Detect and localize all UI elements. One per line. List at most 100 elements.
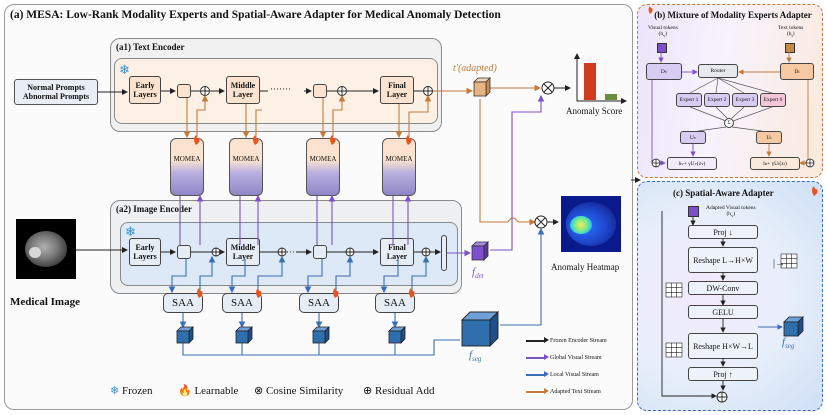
momea-block-3: MOMEA <box>306 138 340 196</box>
panel-b <box>637 4 823 178</box>
expert-box: Expert 2 <box>704 93 730 107</box>
saa-block-1: SAA <box>163 293 203 313</box>
stream-legend-item: Global Visual Stream <box>526 353 602 363</box>
expert-box: Expert 1 <box>676 93 702 107</box>
stream-legend-label: Adapted Text Stream <box>550 389 601 395</box>
stream-legend-label: Local Visual Stream <box>550 372 599 378</box>
text-tokens-label: Text tokens (ht) <box>778 25 803 39</box>
snowflake-icon: ❄ <box>110 385 120 397</box>
f-seg-cube <box>460 310 500 348</box>
stream-arrow-icon <box>526 371 549 378</box>
text-middle-layer: Middle Layer <box>226 76 260 104</box>
image-middle-layer: Middle Layer <box>226 238 260 266</box>
legend-frozen: ❄ Frozen <box>110 384 153 397</box>
f-seg-sub: seg <box>472 355 482 364</box>
adapted-tokens-sym: (hv) <box>726 211 736 219</box>
text-residual-node-1 <box>177 84 191 98</box>
momea-label-2: MOMEA <box>232 155 260 163</box>
stream-legend-label: Frozen Encoder Stream <box>550 338 607 344</box>
panel-b-arrows-gray <box>689 77 773 132</box>
stream-legend-item: Adapted Text Stream <box>526 387 601 397</box>
anomaly-heatmap-label: Anomaly Heatmap <box>551 262 620 272</box>
adapted-tokens-label: Adapted Visual tokens (hv) <box>706 205 756 219</box>
momea-block-4: MOMEA <box>382 138 416 196</box>
grid-bar-1: |→ <box>773 258 785 269</box>
legend-frozen-label: Frozen <box>121 385 153 397</box>
f-seg-label: fseg <box>469 349 481 363</box>
text-encoder-title: (a1) Text Encoder <box>116 42 185 52</box>
text-encoder-flow <box>98 88 423 95</box>
legend-learnable: 🔥 Learnable <box>178 384 238 397</box>
image-encoder-flow <box>76 247 441 255</box>
text-final-layer: Final Layer <box>380 76 414 104</box>
panel-b-residuals <box>651 158 815 168</box>
image-output-bar <box>441 235 447 271</box>
panel-b-arrows <box>651 52 698 166</box>
score-axes <box>574 53 627 104</box>
f-det-label: fdet <box>472 266 484 280</box>
saa-block-4: SAA <box>375 293 415 313</box>
text-tokens-sym: (ht) <box>786 31 795 39</box>
saa-block-2: SAA <box>222 293 262 313</box>
stream-arrow-icon <box>526 337 549 344</box>
saa-block-3: SAA <box>299 293 339 313</box>
panel-c-f-seg-cube <box>783 316 804 337</box>
score-bar-high <box>584 63 596 100</box>
panel-b-arrows-orange <box>738 52 809 166</box>
anomaly-score-label: Anomaly Score <box>566 106 623 116</box>
router-box: Router <box>698 64 738 78</box>
text-residual-node-2 <box>313 84 327 98</box>
stream-legend-label: Global Visual Stream <box>550 355 602 361</box>
text-dots: ······· <box>270 84 291 94</box>
frozen-icon-text: ❄ <box>119 62 130 77</box>
expert-box: Expert 0 <box>760 93 786 107</box>
anomaly-heatmap-image <box>561 196 621 252</box>
saa-step-box: Proj ↓ <box>688 225 758 239</box>
visual-tokens-label: Visual tokens (hv) <box>648 25 678 39</box>
image-node-2 <box>313 245 327 259</box>
global-visual-stream <box>179 94 545 257</box>
panel-c-f-seg-sub: seg <box>785 342 795 351</box>
saa-output-cubes <box>176 326 406 344</box>
f-det-sub: det <box>475 272 484 281</box>
residual-add-icon: ⊕ <box>363 385 373 397</box>
main-title: (a) MESA: Low-Rank Modality Experts and … <box>10 9 501 21</box>
stream-legend-item: Frozen Encoder Stream <box>526 336 607 346</box>
visual-tokens-sym: (hv) <box>658 31 668 39</box>
medical-image-label: Medical Image <box>10 296 80 308</box>
adapted-tokens-text: Adapted Visual tokens <box>706 205 756 211</box>
sum-node: Σ <box>724 118 734 128</box>
image-residual-symbols <box>211 247 431 257</box>
adapted-text-stream <box>183 84 542 226</box>
image-encoder-title: (a2) Image Encoder <box>116 204 192 214</box>
f-seg-f: f <box>469 349 473 361</box>
panel-c-arrows <box>661 211 783 399</box>
adapted-token-cube <box>688 206 699 217</box>
prompts-box: Normal Prompts Abnormal Prompts <box>14 79 98 105</box>
learnable-flame-icons <box>194 6 818 298</box>
medical-image <box>16 219 76 279</box>
panel-c-f-seg-f: f <box>782 336 786 348</box>
text-residual-symbols <box>200 86 433 96</box>
legend-residual: ⊕ Residual Add <box>363 384 435 397</box>
flame-icon: 🔥 <box>178 385 192 397</box>
t-adapted-cube <box>473 77 491 97</box>
image-early-layers: Early Layers <box>129 238 161 266</box>
normal-prompts-label: Normal Prompts <box>27 83 85 92</box>
momea-label-3: MOMEA <box>309 155 337 163</box>
cosine-node-score <box>541 81 555 95</box>
stream-arrow-icon <box>526 354 549 361</box>
panel-b-title-text: (b) Mixture of Modality Experts Adapter <box>654 10 812 20</box>
panel-c-f-seg: fseg <box>782 336 794 350</box>
momea-label-4: MOMEA <box>385 155 413 163</box>
abnormal-prompts-label: Abnormal Prompts <box>22 92 90 101</box>
t-adapted-label: t′(adapted) <box>453 63 497 74</box>
text-tokens-text: Text tokens <box>778 25 804 31</box>
text-early-layers: Early Layers <box>129 76 161 104</box>
